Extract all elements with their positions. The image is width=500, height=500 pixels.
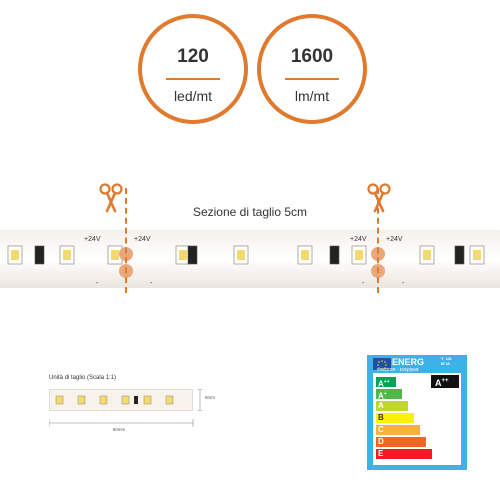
resistor [454,245,465,265]
minus-label: - [402,280,405,287]
energy-class-letter: B [378,413,384,422]
energy-class-letter: A [378,379,384,389]
scale-led [143,395,152,405]
resistor [34,245,45,265]
voltage-label: +24V [84,236,101,243]
voltage-label: +24V [134,236,151,243]
led-count-unit: led/mt [173,88,213,104]
energy-rating-sup: ++ [441,378,449,384]
energy-rating-letter: A [435,378,442,388]
led-emitter [179,250,187,260]
led-emitter [423,250,431,260]
voltage-label: +24V [350,236,367,243]
width-dimension [49,419,194,427]
height-dimension [197,389,203,411]
energy-class-letter: D [378,437,384,446]
energy-subtitle: енергия · ενεργεια [377,367,419,373]
scale-led [77,395,86,405]
scissors-icon [99,183,123,213]
led-emitter [473,250,481,260]
led-count-badge: 120 led/mt [138,14,248,124]
led-emitter [111,250,119,260]
energy-class-bar: B [376,413,414,423]
led-strip [0,230,500,288]
energy-class-bar: E [376,449,432,459]
energy-class-letter: C [378,425,384,434]
scale-strip [49,389,193,411]
energy-class-sup: ++ [383,379,390,385]
eu-flag-icon [373,358,391,370]
scale-led [121,395,130,405]
badge-divider [166,78,220,80]
led-emitter [63,250,71,260]
led-emitter [301,250,309,260]
energy-header: ENERG [392,357,425,367]
scale-led [165,395,174,405]
energy-class-bar: A+ [376,389,402,401]
voltage-label: +24V [386,236,403,243]
energy-header-suffix: Y UA IE IA [441,356,452,366]
energy-class-letter: A [378,391,384,401]
led-emitter [237,250,245,260]
scale-title: Unità di taglio (Scala 1:1) [49,375,117,381]
energy-class-bar: A [376,401,408,411]
minus-label: - [362,280,365,287]
energy-label: ENERG Y UA IE IA енергия · ενεργεια A++A… [367,355,467,470]
resistor [329,245,340,265]
width-label: 50mm [112,427,126,432]
minus-label: - [96,280,99,287]
scale-led [99,395,108,405]
badge-divider [285,78,339,80]
led-emitter [11,250,19,260]
lumen-value: 1600 [290,46,334,67]
energy-class-bar: A++ [376,377,396,389]
led-emitter [355,250,363,260]
led-count-value: 120 [177,46,209,67]
energy-class-bar: D [376,437,426,447]
minus-label: - [150,280,153,287]
scale-led [55,395,64,405]
energy-class-letter: E [378,449,384,458]
energy-class-letter: A [378,401,384,410]
lumen-badge: 1600 lm/mt [257,14,367,124]
cut-line [377,188,379,293]
strip-body [0,230,500,288]
energy-class-bar: C [376,425,420,435]
lumen-unit: lm/mt [294,88,330,104]
cut-section-title: Sezione di taglio 5cm [192,205,308,219]
energy-class-sup: + [383,391,387,397]
cut-unit-scale: Unità di taglio (Scala 1:1) 50mm 8mm [45,375,215,435]
scale-resistor [134,396,138,404]
resistor [187,245,198,265]
height-label: 8mm [205,395,215,400]
scale-strip-leds [55,395,174,405]
energy-rating: A++ [431,375,459,388]
scissors-icon [367,183,391,213]
cut-line [125,188,127,293]
